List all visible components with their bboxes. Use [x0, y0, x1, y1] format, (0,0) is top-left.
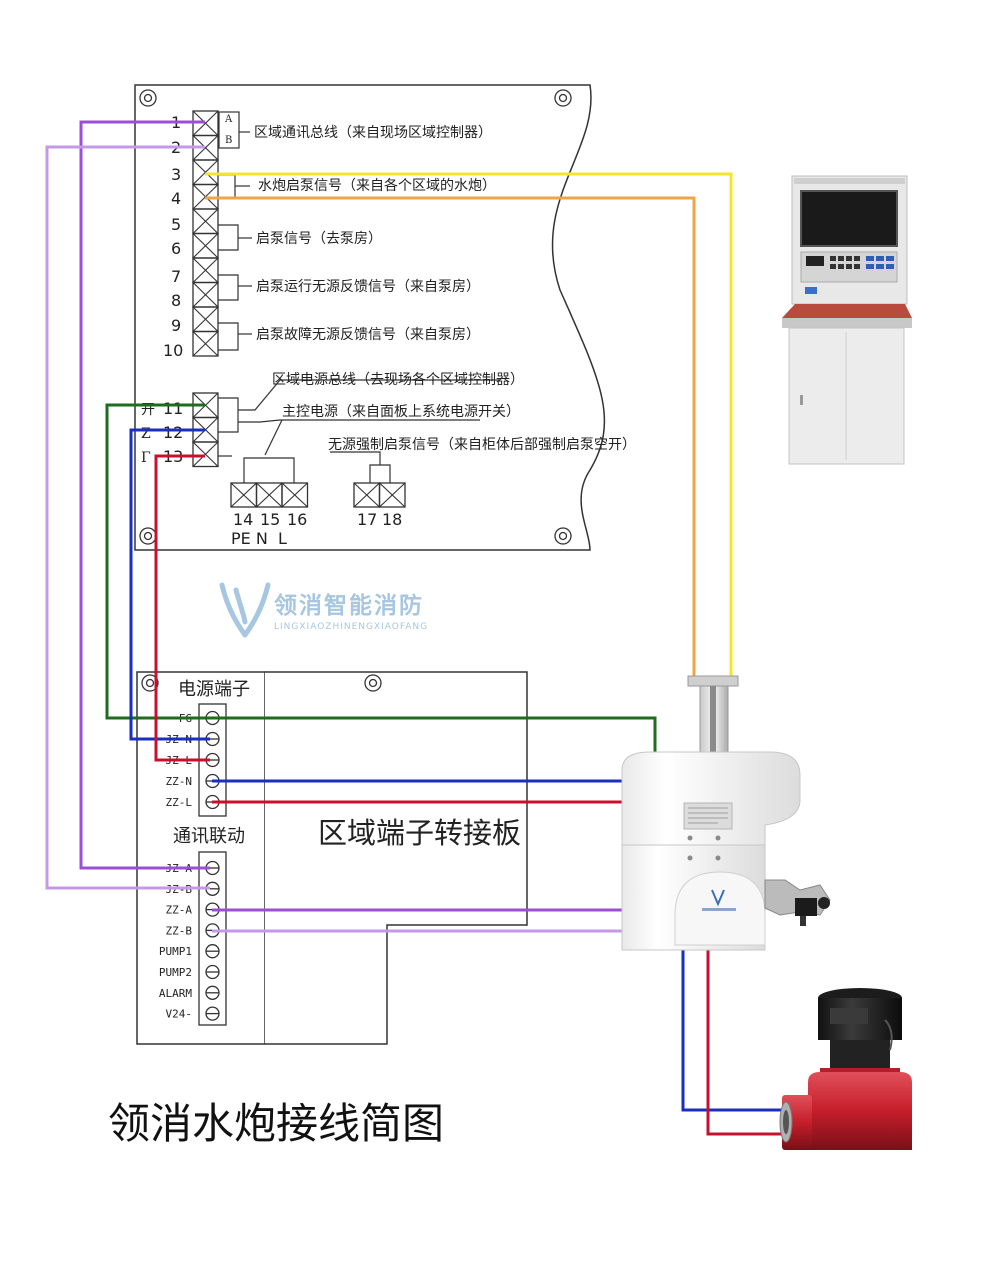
main-panel-outline — [134, 84, 606, 551]
terminal-label: ALARM — [159, 987, 192, 1000]
label-a: A — [224, 114, 233, 125]
prefix-13: Γ — [141, 450, 151, 466]
terminal-label: PUMP2 — [159, 966, 192, 979]
desc-pump-start: 启泵信号（去泵房） — [256, 231, 382, 247]
terminal-cell-10 — [192, 330, 219, 357]
control-cabinet — [782, 175, 912, 465]
terminal-label: PUMP1 — [159, 945, 192, 958]
pin-3-label: 3 — [171, 165, 181, 184]
terminal-label: V24- — [166, 1008, 193, 1021]
watermark-cn: 领消智能消防 — [274, 592, 424, 619]
wire-lavender — [45, 145, 210, 890]
desc-force-start: 无源强制启泵信号（来自柜体后部强制启泵空开） — [328, 437, 636, 453]
desc-pump-run: 启泵运行无源反馈信号（来自泵房） — [256, 279, 480, 295]
terminal-block-17-18 — [353, 482, 406, 508]
pin-15-label: 15 — [260, 510, 280, 529]
terminal-jz-b: JZ-B — [166, 881, 220, 896]
pin-18-label: 18 — [382, 510, 402, 529]
pin-7-label: 7 — [171, 267, 181, 286]
ab-bracket: A B — [218, 111, 250, 149]
power-terminal-cell-3 — [192, 441, 219, 468]
desc-cannon-start: 水炮启泵信号（来自各个区域的水炮） — [258, 178, 496, 194]
pin-12-label: 12 — [163, 423, 183, 442]
pin-4-label: 4 — [171, 189, 181, 208]
desc-pump-fault: 启泵故障无源反馈信号（来自泵房） — [256, 327, 480, 343]
terminal-pump1: PUMP1 — [159, 944, 220, 959]
wire-purple — [79, 120, 210, 870]
watermark: 领消智能消防 LINGXIAOZHINENGXIAOFANG — [219, 582, 428, 638]
terminal-v24-: V24- — [166, 1006, 220, 1021]
lower-terminal-cell-3 — [281, 482, 309, 508]
wire-blue — [129, 428, 210, 741]
terminal-label: ZZ-B — [166, 924, 193, 937]
wire-valve-blue — [681, 948, 793, 1112]
wire-yellow — [205, 172, 733, 676]
pin-8-label: 8 — [171, 291, 181, 310]
pin-17-label: 17 — [357, 510, 377, 529]
desc-region-power: 区域电源总线（去现场各个区域控制器） — [272, 372, 524, 388]
board-right-outline — [265, 671, 528, 1045]
pin-5-label: 5 — [171, 215, 181, 234]
terminal-zz-a: ZZ-A — [166, 902, 220, 917]
controller-logo-icon — [711, 889, 725, 907]
power-terminals-header: 电源端子 — [178, 679, 250, 700]
pin-10-label: 10 — [163, 341, 183, 360]
pin-6-label: 6 — [171, 239, 181, 258]
footer-title: 领消水炮接线简图 — [108, 1099, 444, 1148]
pin-9-label: 9 — [171, 316, 181, 335]
terminal-label: ZZ-A — [166, 904, 193, 917]
label-b: B — [225, 135, 232, 146]
wire-orange — [205, 196, 696, 676]
terminal-pump2: PUMP2 — [159, 964, 220, 980]
wire-green — [105, 403, 657, 752]
wire-valve-red — [706, 948, 793, 1136]
pin-16-label: 16 — [287, 510, 307, 529]
pe-n-l-label: PE N L — [231, 529, 287, 548]
solenoid-valve — [779, 988, 912, 1150]
terminal-cell-5 — [192, 208, 219, 235]
terminal-block-14-16 — [230, 482, 309, 508]
watermark-en: LINGXIAOZHINENGXIAOFANG — [274, 622, 428, 632]
wires — [45, 120, 793, 1136]
desc-main-power: 主控电源（来自面板上系统电源开关） — [282, 404, 520, 420]
terminal-alarm: ALARM — [159, 985, 220, 1000]
pin-11-label: 11 — [163, 399, 183, 418]
board-left-outline — [136, 671, 266, 1045]
desc-comm-bus: 区域通讯总线（来自现场区域控制器） — [254, 125, 492, 141]
pin-14-label: 14 — [233, 510, 253, 529]
board-title: 区域端子转接板 — [318, 816, 521, 850]
lower-terminal-cell-b-2 — [378, 482, 406, 508]
prefix-12: Z — [141, 426, 151, 442]
water-cannon-controller — [621, 675, 831, 951]
terminal-label: ZZ-N — [166, 775, 193, 788]
terminal-label: ZZ-L — [166, 796, 193, 809]
wire-red — [154, 454, 210, 762]
brand-logo-icon — [219, 582, 271, 638]
cabinet-screen — [800, 190, 898, 247]
comm-terminals-header: 通讯联动 — [173, 826, 245, 847]
